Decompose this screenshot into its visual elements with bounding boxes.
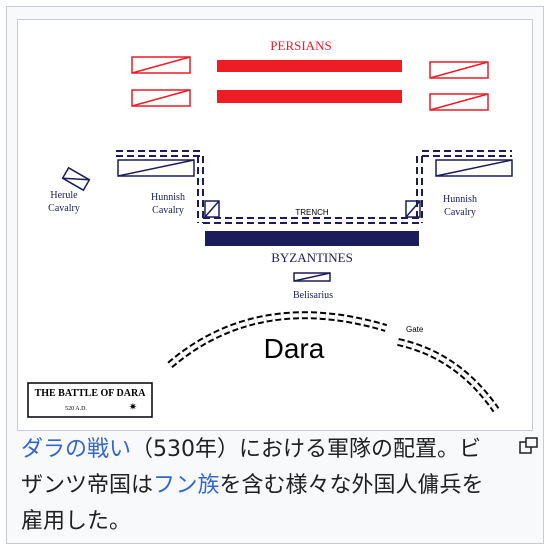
persian-cavalry-right-bottom — [429, 93, 489, 111]
belisarius-unit — [293, 272, 331, 282]
gate-label: Gate — [406, 325, 424, 334]
magnify-icon[interactable] — [519, 437, 539, 455]
caption-link-huns[interactable]: フン族 — [153, 473, 220, 498]
byzantine-units — [61, 159, 513, 282]
persian-units — [131, 56, 489, 111]
trench-lines — [116, 150, 512, 224]
persian-infantry-back — [217, 90, 402, 103]
dara-label: Dara — [264, 333, 325, 364]
caption-text-1: （530年）における軍隊の配置。ビザンツ帝国は — [21, 437, 482, 498]
persian-cavalry-left-top — [131, 56, 191, 74]
herule-label-line2: Cavalry — [48, 203, 80, 214]
hunnish-cavalry-right-unit — [435, 159, 513, 177]
hunnish-left-label-line1: Hunnish — [151, 192, 185, 203]
byzantine-infantry — [205, 231, 419, 246]
persian-infantry-front — [217, 60, 402, 72]
byzantine-right-corner-unit — [405, 200, 421, 218]
legend-title: THE BATTLE OF DARA — [35, 388, 147, 399]
caption-link-battle[interactable]: ダラの戦い — [21, 437, 132, 462]
hunnish-right-label-line2: Cavalry — [444, 207, 476, 218]
battle-diagram: PERSIANS TRENCH — [27, 38, 513, 418]
battle-map[interactable]: PERSIANS TRENCH — [17, 19, 533, 431]
thumbnail-frame: PERSIANS TRENCH — [6, 6, 544, 544]
trench-label: TRENCH — [295, 208, 329, 217]
belisarius-label: Belisarius — [293, 290, 333, 301]
hunnish-cavalry-left-unit — [117, 159, 195, 177]
city-walls — [167, 311, 500, 413]
legend-box: THE BATTLE OF DARA 520 A.D. ✷ — [27, 382, 153, 418]
persian-cavalry-right-top — [429, 61, 489, 79]
persians-label: PERSIANS — [270, 38, 331, 53]
herule-label-line1: Herule — [50, 190, 78, 201]
legend-star-icon: ✷ — [129, 402, 137, 413]
byzantines-label: BYZANTINES — [271, 250, 353, 265]
caption: ダラの戦い（530年）における軍隊の配置。ビザンツ帝国はフン族を含む様々な外国人… — [21, 432, 501, 540]
legend-date: 520 A.D. — [65, 406, 87, 412]
persian-cavalry-left-bottom — [131, 89, 191, 107]
byzantine-left-corner-unit — [204, 200, 220, 218]
hunnish-right-label-line1: Hunnish — [443, 194, 477, 205]
hunnish-left-label-line2: Cavalry — [152, 205, 184, 216]
herule-cavalry-unit — [61, 166, 91, 192]
caption-text-2: を含む様々な外国人傭兵を雇用した。 — [21, 473, 484, 534]
